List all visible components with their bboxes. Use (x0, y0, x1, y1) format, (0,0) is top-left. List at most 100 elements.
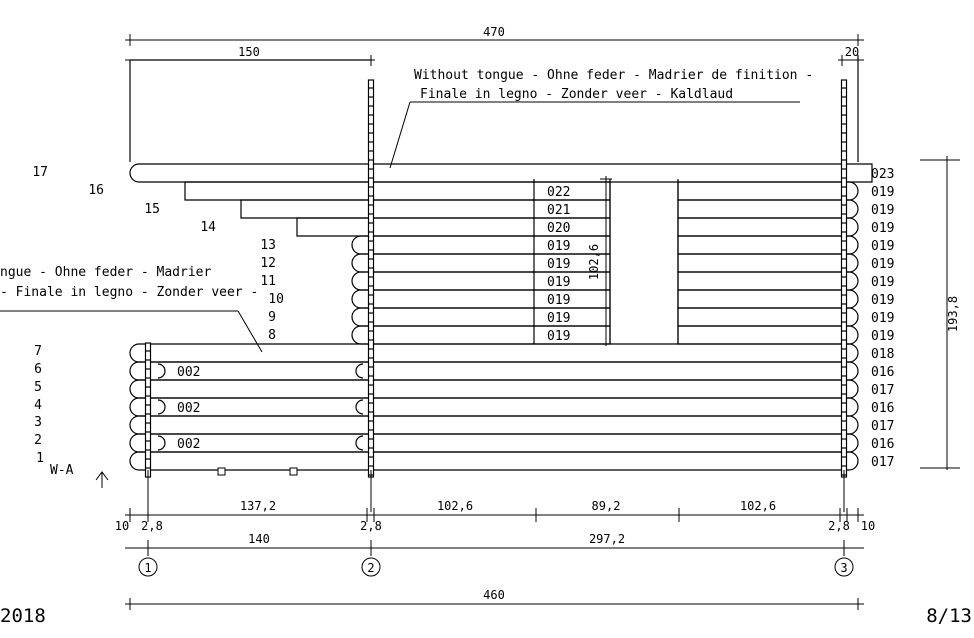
wall-logs (129, 163, 873, 471)
dim-total-bottom: 460 (483, 588, 505, 602)
row-number-7: 7 (34, 344, 42, 359)
dim-post-1: 2,8 (141, 519, 163, 533)
row-number-2: 2 (34, 433, 42, 448)
corner-notch-4 (157, 399, 166, 415)
wall-log-row-11-right (677, 271, 859, 291)
axis-label-3: 3 (840, 561, 847, 575)
dimension-lines (0, 34, 960, 610)
dim-post-2: 2,8 (360, 519, 382, 533)
wall-log-row-5 (129, 379, 859, 399)
dim-seg-89: 89,2 (592, 499, 621, 513)
right-code-row-9: 019 (871, 311, 894, 326)
top-note-leader (389, 101, 411, 169)
right-code-row-3: 017 (871, 419, 894, 434)
wall-log-row-10-right (677, 289, 859, 309)
right-code-row-5: 017 (871, 383, 894, 398)
dim-left-10: 10 (115, 519, 129, 533)
middle-code-row-16: 022 (547, 185, 570, 200)
right-code-row-7: 018 (871, 347, 894, 362)
mid-notch-4 (355, 399, 364, 415)
right-code-row-8: 019 (871, 329, 894, 344)
row-number-3: 3 (34, 415, 42, 430)
wall-log-row-9-right (677, 307, 859, 327)
row-number-14: 14 (200, 220, 216, 235)
dim-seg-140: 140 (248, 532, 270, 546)
middle-code-row-13: 019 (547, 239, 570, 254)
wall-log-row-6 (129, 361, 859, 381)
dim-post-3: 2,8 (828, 519, 850, 533)
row-number-16: 16 (88, 183, 104, 198)
right-code-row-14: 019 (871, 221, 894, 236)
left-note-line-2: - Finale in legno - Zonder veer - (0, 285, 258, 300)
mid-notch-6 (355, 363, 364, 379)
wall-log-row-12-right (677, 253, 859, 273)
level-marker: W-A (50, 463, 74, 478)
axis-circle-2 (361, 557, 381, 577)
wall-log-row-10-left (351, 289, 611, 309)
right-code-row-12: 019 (871, 257, 894, 272)
middle-code-row-12: 019 (547, 257, 570, 272)
row-number-11: 11 (260, 274, 276, 289)
post-axis-2 (367, 79, 375, 478)
left-code-row-2: 002 (177, 437, 200, 452)
post-axis-3 (840, 79, 848, 478)
dim-right-top: 20 (845, 45, 859, 59)
foundation-blocks (217, 467, 298, 476)
corner-notch-6 (157, 363, 166, 379)
axis-markers (138, 557, 854, 577)
wall-log-row-2 (129, 433, 859, 453)
wall-log-row-14-right (677, 217, 859, 237)
right-code-row-1: 017 (871, 455, 894, 470)
dim-opening-height: 102,6 (587, 244, 601, 280)
row-number-1: 1 (36, 451, 44, 466)
top-note-line-2: Finale in legno - Zonder veer - Kaldlaud (420, 87, 733, 102)
wall-log-row-13-left (351, 235, 611, 255)
footer-year: 2018 (0, 605, 46, 627)
top-note-line-1: Without tongue - Ohne feder - Madrier de… (414, 68, 813, 83)
dim-seg-102b: 102,6 (740, 499, 776, 513)
wall-log-row-1 (129, 451, 859, 471)
corner-notch-2 (157, 435, 166, 451)
left-note-line-1: ngue - Ohne feder - Madrier (0, 265, 211, 280)
row-number-17: 17 (32, 165, 48, 180)
middle-code-row-10: 019 (547, 293, 570, 308)
right-code-row-4: 016 (871, 401, 894, 416)
footer-page: 8/13 (926, 605, 972, 627)
wall-log-row-11-left (351, 271, 611, 291)
vertical-posts (144, 79, 848, 478)
row-number-5: 5 (34, 380, 42, 395)
right-code-labels: 0230190190190190190190190190190180160170… (871, 167, 894, 470)
row-number-6: 6 (34, 362, 42, 377)
wall-log-row-7 (129, 343, 859, 363)
dim-total-height: 193,8 (946, 296, 960, 332)
mid-notch-2 (355, 435, 364, 451)
row-number-10: 10 (268, 292, 284, 307)
right-code-row-16: 019 (871, 185, 894, 200)
wall-log-row-12-left (351, 253, 611, 273)
right-code-row-17: 023 (871, 167, 894, 182)
row-number-13: 13 (260, 238, 276, 253)
row-number-9: 9 (268, 310, 276, 325)
wall-log-row-3 (129, 415, 859, 435)
wall-log-row-9-left (351, 307, 611, 327)
middle-code-row-14: 020 (547, 221, 570, 236)
wall-log-row-13-right (677, 235, 859, 255)
dim-left-top: 150 (238, 45, 260, 59)
row-number-4: 4 (34, 398, 42, 413)
middle-code-row-11: 019 (547, 275, 570, 290)
wall-log-row-17 (129, 163, 873, 183)
axis-label-2: 2 (367, 561, 374, 575)
right-code-row-11: 019 (871, 275, 894, 290)
axis-circle-3 (834, 557, 854, 577)
post-axis-1 (144, 342, 152, 478)
wall-log-row-8-right (677, 325, 859, 345)
dim-seg-102a: 102,6 (437, 499, 473, 513)
right-code-row-2: 016 (871, 437, 894, 452)
wall-log-row-4 (129, 397, 859, 417)
axis-circle-1 (138, 557, 158, 577)
row-number-15: 15 (144, 202, 160, 217)
